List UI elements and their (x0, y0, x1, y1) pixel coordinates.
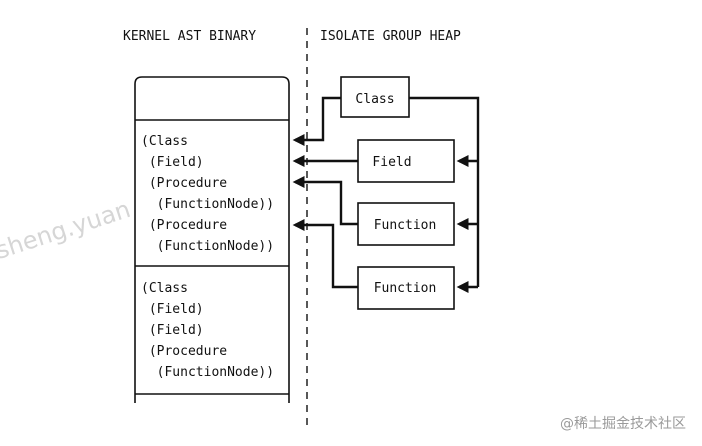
block2-functionnode-line: (FunctionNode)) (141, 365, 274, 380)
block2-procedure-line: (Procedure (141, 344, 227, 359)
isolate-group-heap-header: ISOLATE GROUP HEAP (320, 29, 461, 44)
function1-to-binary-arrow (292, 176, 358, 226)
binary-block-1: (Class (Field) (Procedure (FunctionNode)… (141, 134, 274, 254)
heap-function-label-1: Function (374, 218, 437, 233)
class-right-bus (409, 96, 480, 287)
heap-class-label: Class (355, 92, 394, 107)
block1-functionnode-line-1: (FunctionNode)) (141, 197, 274, 212)
heap-function-box-1: Function (357, 202, 455, 246)
binary-outline (134, 76, 290, 403)
block1-functionnode-line-2: (FunctionNode)) (141, 239, 274, 254)
binary-block-2: (Class (Field) (Field) (Procedure (Funct… (141, 281, 274, 380)
block1-procedure-line-2: (Procedure (141, 218, 227, 233)
heap-class-box: Class (340, 76, 410, 118)
block1-procedure-line-1: (Procedure (141, 176, 227, 191)
heap-field-label: Field (372, 155, 411, 170)
watermark-left: sheng.yuan (0, 195, 134, 265)
watermark-bottom-right: @稀土掘金技术社区 (560, 416, 686, 432)
function2-to-binary-arrow (292, 219, 358, 289)
block1-class-line: (Class (141, 134, 188, 149)
block2-class-line: (Class (141, 281, 188, 296)
kernel-ast-binary-header: KERNEL AST BINARY (123, 29, 256, 44)
heap-field-box: Field (357, 139, 455, 183)
block2-field-line-2: (Field) (141, 323, 204, 338)
heap-function-box-2: Function (357, 266, 455, 310)
class-to-binary-arrow (292, 96, 341, 146)
heap-function-label-2: Function (374, 281, 437, 296)
block2-field-line-1: (Field) (141, 302, 204, 317)
block1-field-line: (Field) (141, 155, 204, 170)
kernel-binary-column (134, 76, 290, 403)
